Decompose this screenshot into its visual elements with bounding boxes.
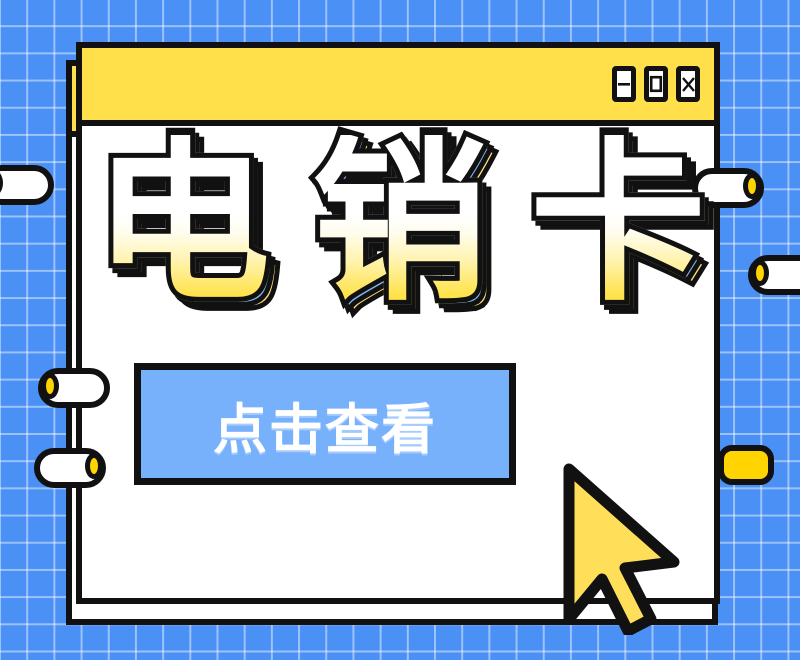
- maximize-icon: [649, 75, 663, 93]
- pin-right-mid: [748, 255, 800, 295]
- app-window: [76, 42, 720, 604]
- pin-right-top: [692, 168, 764, 208]
- click-to-view-button[interactable]: 点击查看: [134, 363, 516, 485]
- pin-cap-icon: [41, 373, 59, 399]
- close-button[interactable]: [676, 66, 700, 102]
- pin-left-low: [34, 448, 106, 488]
- maximize-button[interactable]: [644, 66, 668, 102]
- cta-button-wrapper[interactable]: 点击查看: [134, 363, 516, 485]
- pin-left-top: [0, 165, 54, 205]
- pin-right-low: [718, 445, 774, 485]
- pin-left-mid: [38, 368, 110, 408]
- minimize-icon: [617, 77, 631, 91]
- window-titlebar: [82, 48, 714, 126]
- cta-button-label: 点击查看: [213, 397, 437, 461]
- pin-cap-icon: [743, 173, 761, 199]
- pin-cap-icon: [0, 170, 3, 196]
- pin-cap-icon: [85, 453, 103, 479]
- minimize-button[interactable]: [612, 66, 636, 102]
- pin-cap-icon: [751, 260, 769, 286]
- close-icon: [681, 76, 696, 93]
